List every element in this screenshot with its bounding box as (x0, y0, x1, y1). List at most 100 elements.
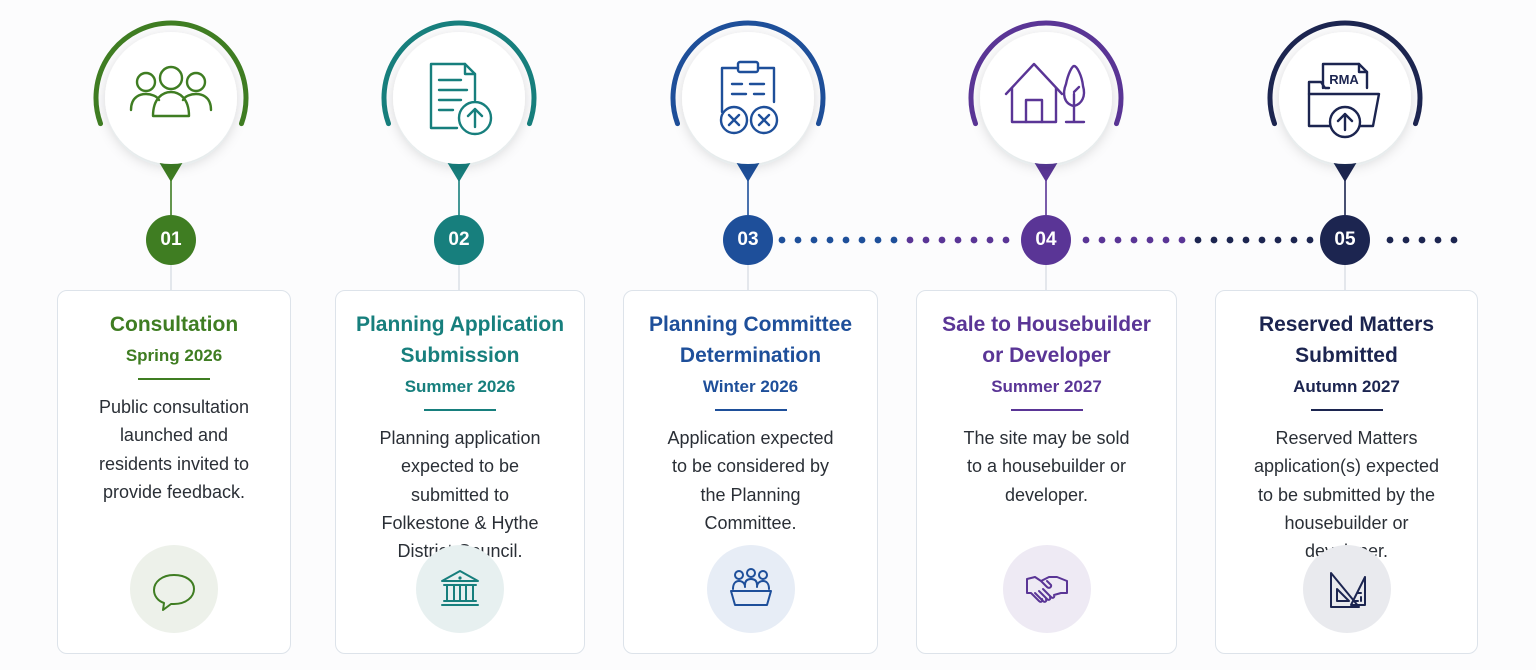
drafting-tools-icon (1329, 572, 1366, 608)
timeline-dot (938, 236, 946, 244)
card-description-line: provide feedback. (102, 481, 246, 502)
timeline-dot (858, 236, 866, 244)
card-description-line: Committee. (704, 512, 797, 533)
step-number-badge: 01 (146, 215, 196, 265)
card-title: Consultation (58, 309, 290, 340)
icon-ring-arc (968, 20, 1124, 127)
card-title: Sale to Housebuilder or Developer (917, 309, 1176, 371)
card-description-line: Folkestone & Hythe (381, 512, 539, 533)
card-title-line: Submission (400, 344, 520, 367)
timeline-dot (1306, 236, 1314, 244)
card-description-line: Public consultation (98, 397, 250, 417)
timeline-dot (1386, 236, 1394, 244)
timeline-dot (986, 236, 994, 244)
card-description-line: residents invited to (98, 453, 250, 474)
card-date: Autumn 2027 (1293, 377, 1400, 396)
timeline-dot (970, 236, 978, 244)
card-title-line: Consultation (109, 313, 239, 336)
card-title-line: or Developer (982, 344, 1111, 367)
step-number-badge: 03 (723, 215, 773, 265)
step-number-badge: 02 (434, 215, 484, 265)
timeline-dot (1242, 236, 1250, 244)
timeline-dot (1210, 236, 1218, 244)
card-bottom-icon-badge (1002, 545, 1091, 633)
timeline-dot (1162, 236, 1170, 244)
pin-pointer (159, 162, 183, 182)
card-divider (138, 378, 210, 380)
icon-circle (1279, 32, 1411, 164)
timeline-dot (794, 236, 802, 244)
handshake-icon (1025, 576, 1068, 603)
clipboard-decision-icon (719, 60, 779, 135)
committee-meeting-icon (729, 568, 772, 606)
card-description-line: developer. (1004, 484, 1089, 505)
timeline-dot (1434, 236, 1442, 244)
rma-label: RMA (1329, 72, 1359, 87)
card-divider (1310, 409, 1383, 411)
card-bottom-icon-badge (1302, 545, 1391, 633)
timeline-dot (1114, 236, 1122, 244)
icon-circle (105, 32, 237, 164)
card-description-line: to be considered by (671, 456, 830, 477)
council-building-icon (441, 570, 479, 606)
card-title-line: Planning Committee (648, 313, 853, 336)
icon-ring-arc (670, 20, 826, 127)
timeline-dot (1226, 236, 1234, 244)
timeline-dot (890, 236, 898, 244)
card-description-line: housebuilder or (1284, 512, 1409, 533)
card-description-line: application(s) expected (1253, 456, 1440, 477)
card-description-line: to a housebuilder or (966, 456, 1127, 477)
timeline-dot (1146, 236, 1154, 244)
timeline-dot (1194, 236, 1202, 244)
timeline-dot (922, 236, 930, 244)
people-group-icon (129, 65, 213, 118)
card-title-line: Planning Application (355, 313, 565, 336)
pin-pointer (736, 162, 760, 182)
timeline-dot (1258, 236, 1266, 244)
step-number-badge: 04 (1021, 215, 1071, 265)
timeline-dot (1418, 236, 1426, 244)
card-description: The site may be sold to a housebuilder or… (917, 424, 1176, 509)
pin-pointer (1333, 162, 1357, 182)
timeline-dot (906, 236, 914, 244)
card-date: Summer 2027 (991, 377, 1102, 396)
rma-folder-upload-icon: RMA (1307, 62, 1381, 139)
document-upload-icon (429, 62, 493, 136)
timeline-dot (778, 236, 786, 244)
card-title-line: Reserved Matters (1258, 313, 1435, 336)
timeline-dot (874, 236, 882, 244)
timeline-dot (1130, 236, 1138, 244)
card-description-line: to be submitted by the (1257, 484, 1436, 505)
icon-ring-arc (1267, 20, 1423, 127)
card-description-line: submitted to (410, 484, 510, 505)
timeline-dot (1178, 236, 1186, 244)
timeline-dot (810, 236, 818, 244)
card-title-line: Sale to Housebuilder (942, 313, 1151, 336)
timeline-dot (1402, 236, 1410, 244)
card-date: Summer 2026 (404, 377, 516, 396)
card-divider (1010, 409, 1083, 411)
card-bottom-icon-badge (416, 545, 504, 633)
card-bottom-icon-badge (130, 545, 218, 633)
card-date: Winter 2026 (702, 377, 799, 396)
timeline-dot (1002, 236, 1010, 244)
timeline-dot (1450, 236, 1458, 244)
house-tree-icon (1004, 62, 1086, 124)
card-description-line: The site may be sold (963, 428, 1130, 448)
step-number-badge: 05 (1320, 215, 1370, 265)
card-description-line: Application expected (667, 428, 834, 448)
card-divider (714, 409, 787, 411)
timeline-dot (826, 236, 834, 244)
timeline-dot (842, 236, 850, 244)
